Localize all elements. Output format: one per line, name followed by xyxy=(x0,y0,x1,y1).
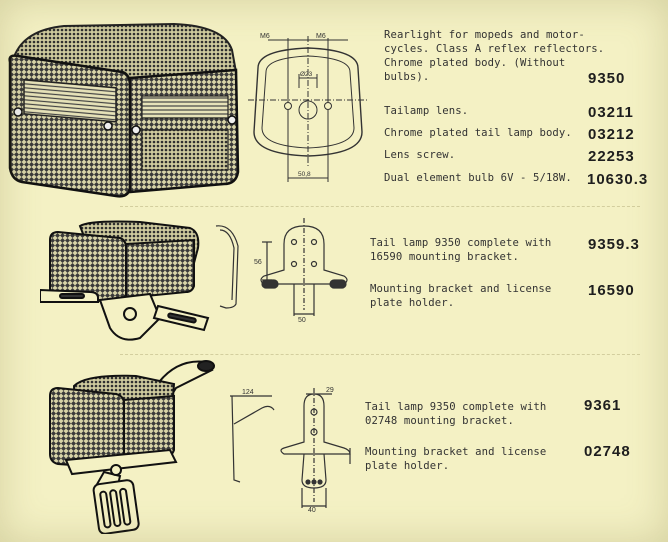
part-code-2: 22253 xyxy=(588,148,635,165)
item-02748-label: Mounting bracket and license plate holde… xyxy=(365,446,547,472)
part-code-1: 03212 xyxy=(588,126,635,143)
item-9359-3-label: Tail lamp 9350 complete with 16590 mount… xyxy=(370,237,552,263)
dim-d23: Ø23 xyxy=(300,71,313,78)
part-label-1: Chrome plated tail lamp body. xyxy=(384,127,572,139)
dim-56: 56 xyxy=(254,259,262,266)
dim-40: 40 xyxy=(308,507,316,514)
rearlight-code: 9350 xyxy=(588,70,626,87)
section-divider-2 xyxy=(120,354,640,355)
item-02748-code: 02748 xyxy=(584,443,631,460)
item-16590-code: 16590 xyxy=(588,282,635,299)
dim-50: 50 xyxy=(298,317,306,324)
bracket-02748-drawing: 124 29 40 xyxy=(230,387,351,514)
part-label-2: Lens screw. xyxy=(384,149,456,161)
bracket-16590-drawing: 56 50 xyxy=(215,218,348,324)
rearlight-description: Rearlight for mopeds and motor- cycles. … xyxy=(384,29,605,83)
dim-50-8: 50,8 xyxy=(298,171,311,178)
section-divider-1 xyxy=(120,206,640,207)
dim-124: 124 xyxy=(242,389,254,396)
taillamp-bracket-illustration xyxy=(40,220,210,341)
part-label-3: Dual element bulb 6V - 5/18W. xyxy=(384,172,572,184)
dim-m6-right: M6 xyxy=(316,33,326,40)
dim-m6-left: M6 xyxy=(260,33,270,40)
item-16590-label: Mounting bracket and license plate holde… xyxy=(370,283,552,309)
part-code-0: 03211 xyxy=(588,104,634,121)
part-label-0: Tailamp lens. xyxy=(384,105,469,117)
taillamp-bracket-02748-illustration xyxy=(49,360,215,534)
rearlight-dimension-drawing: M6 M6 Ø23 50,8 xyxy=(248,33,368,182)
part-code-3: 10630.3 xyxy=(587,171,649,188)
item-9361-code: 9361 xyxy=(584,397,622,414)
item-9359-3-code: 9359.3 xyxy=(588,236,640,253)
dim-29: 29 xyxy=(326,387,334,394)
item-9361-label: Tail lamp 9350 complete with 02748 mount… xyxy=(365,401,547,427)
rearlight-illustration xyxy=(8,22,240,198)
